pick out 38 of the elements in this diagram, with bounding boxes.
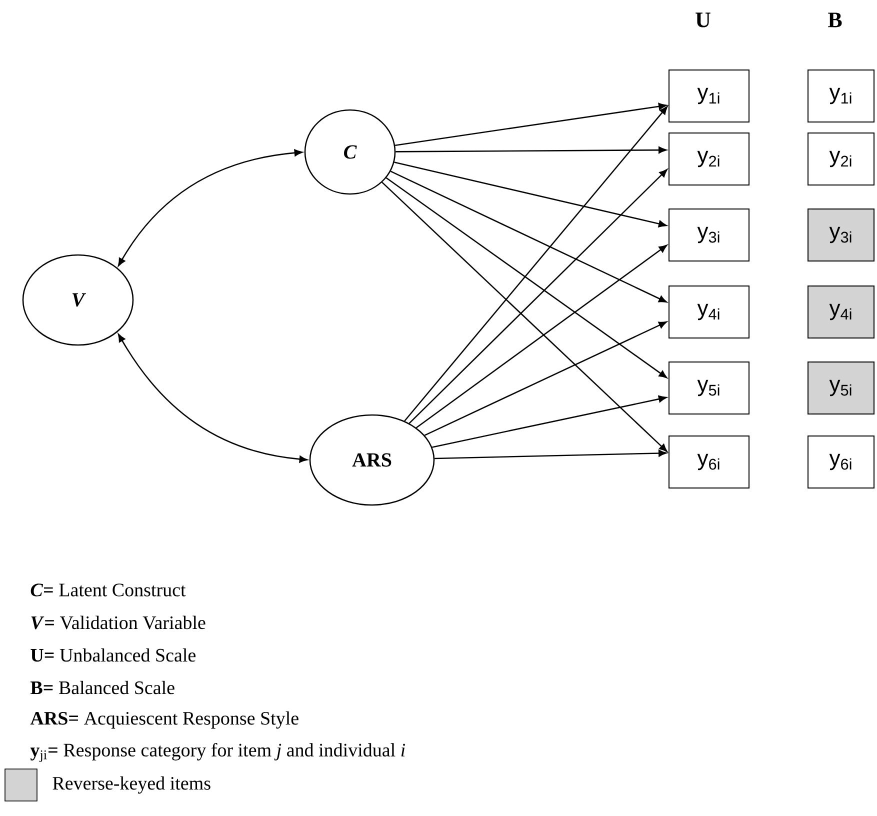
definition-text: V= Validation Variable (31, 616, 206, 630)
definition-text: C= Latent Construct (30, 584, 186, 596)
item-box: y$_{2i}$ (808, 132, 875, 186)
item-box: y$_{1i}$ (668, 70, 750, 122)
ellipse-node: C (304, 109, 396, 195)
item-box: y$_{2i}$ (668, 132, 750, 186)
arrow (432, 396, 667, 448)
definition-text: ARS= Acquiescent Response Style (30, 711, 298, 729)
arrow (386, 177, 668, 378)
arrow (395, 102, 667, 146)
column-header: U (696, 12, 710, 28)
arrow (396, 146, 667, 154)
arrow (408, 169, 668, 424)
item-box: y$_{1i}$ (808, 70, 875, 122)
definition-text: y$_{ji}$= Response category for itemj and individual i (30, 742, 406, 762)
legend-text: Reverse-keyed items (52, 776, 210, 794)
arrow (118, 149, 302, 266)
item-box: y$_{6i}$ (808, 436, 875, 488)
item-box: y$_{5i}$ (808, 362, 875, 414)
arrow (394, 162, 667, 228)
arrow (118, 334, 308, 463)
ellipse-node: ARS (309, 414, 435, 506)
item-box: y$_{5i}$ (668, 362, 750, 414)
ellipse-node: V (22, 254, 134, 346)
definition-text: U= Unbalanced Scale (30, 648, 196, 662)
definition-text: B= Balanced Scale (30, 680, 174, 694)
item-box: y$_{4i}$ (668, 286, 750, 338)
arrow (390, 170, 667, 303)
arrow (424, 321, 667, 436)
item-box: y$_{6i}$ (668, 436, 750, 488)
item-box: y$_{3i}$ (668, 208, 750, 262)
column-header: B (828, 12, 842, 28)
arrow (382, 182, 668, 452)
arrow (434, 450, 667, 460)
arrow (416, 244, 668, 428)
item-box: y$_{3i}$ (808, 208, 875, 262)
item-box: y$_{4i}$ (808, 286, 875, 338)
arrow (404, 106, 668, 422)
